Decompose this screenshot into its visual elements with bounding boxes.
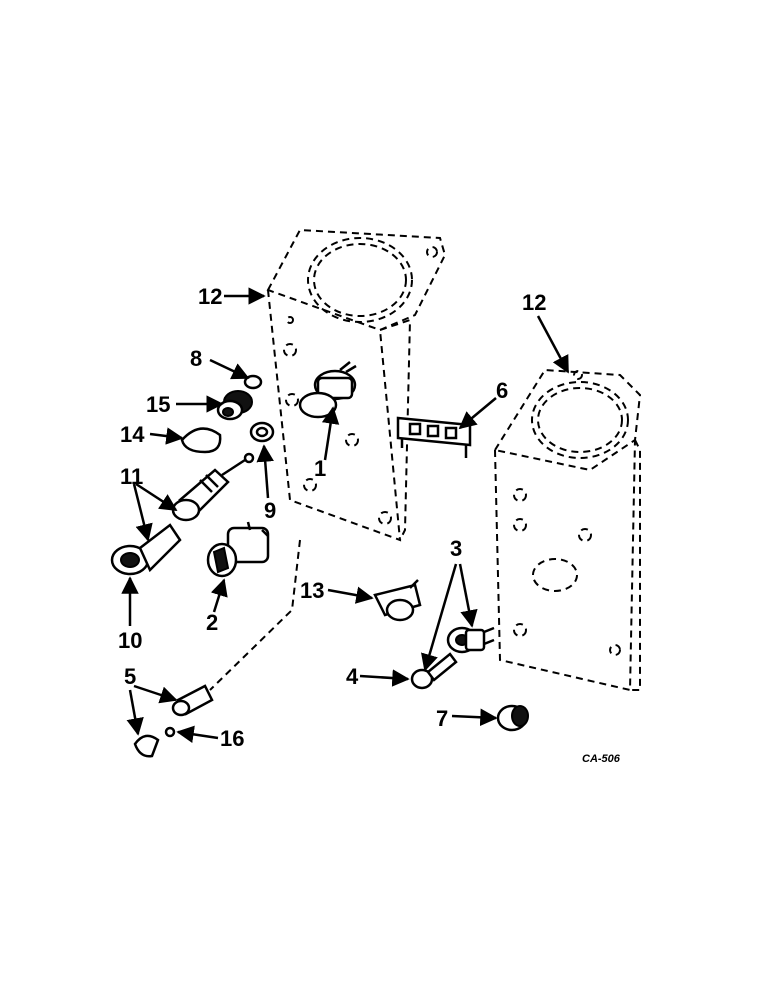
part-13-switch [373,579,422,622]
callout-10: 10 [118,628,142,653]
callout-7: 7 [436,706,448,731]
callout-15: 15 [146,392,170,417]
part-5-light-assembly [133,684,214,758]
callout-8: 8 [190,346,202,371]
callout-16: 16 [220,726,244,751]
callout-6: 6 [496,378,508,403]
part-6-terminal-strip [396,416,472,458]
callout-9: 9 [264,498,276,523]
callout-3: 3 [450,536,462,561]
part-1-switch [298,361,357,419]
part-4-key [410,652,458,690]
callout-13: 13 [300,578,324,603]
callout-4: 4 [346,664,359,689]
callout-arrows [121,287,570,743]
callout-11: 11 [120,464,143,489]
part-3-ignition-switch [446,626,495,654]
callout-14: 14 [120,422,145,447]
callout-1: 1 [314,456,326,481]
mounting-bracket-right [493,368,642,692]
part-2-rotary-switch [206,521,270,578]
callout-12-left: 12 [198,284,222,309]
callout-2: 2 [206,610,218,635]
part-7-knob [496,704,529,732]
callout-5: 5 [124,664,136,689]
part-14-cap [180,427,222,454]
part-11-lighter-element [171,452,255,522]
callout-12-right: 12 [522,290,546,315]
callout-labels: 12 12 8 15 14 1 6 11 9 10 2 13 3 4 7 5 1… [118,284,621,765]
part-9-ring [249,421,275,443]
drawing-code: CA-506 [582,753,621,765]
part-16-bulb [164,726,176,738]
part-10-lighter-socket [110,523,182,576]
part-15-nut [216,390,253,421]
